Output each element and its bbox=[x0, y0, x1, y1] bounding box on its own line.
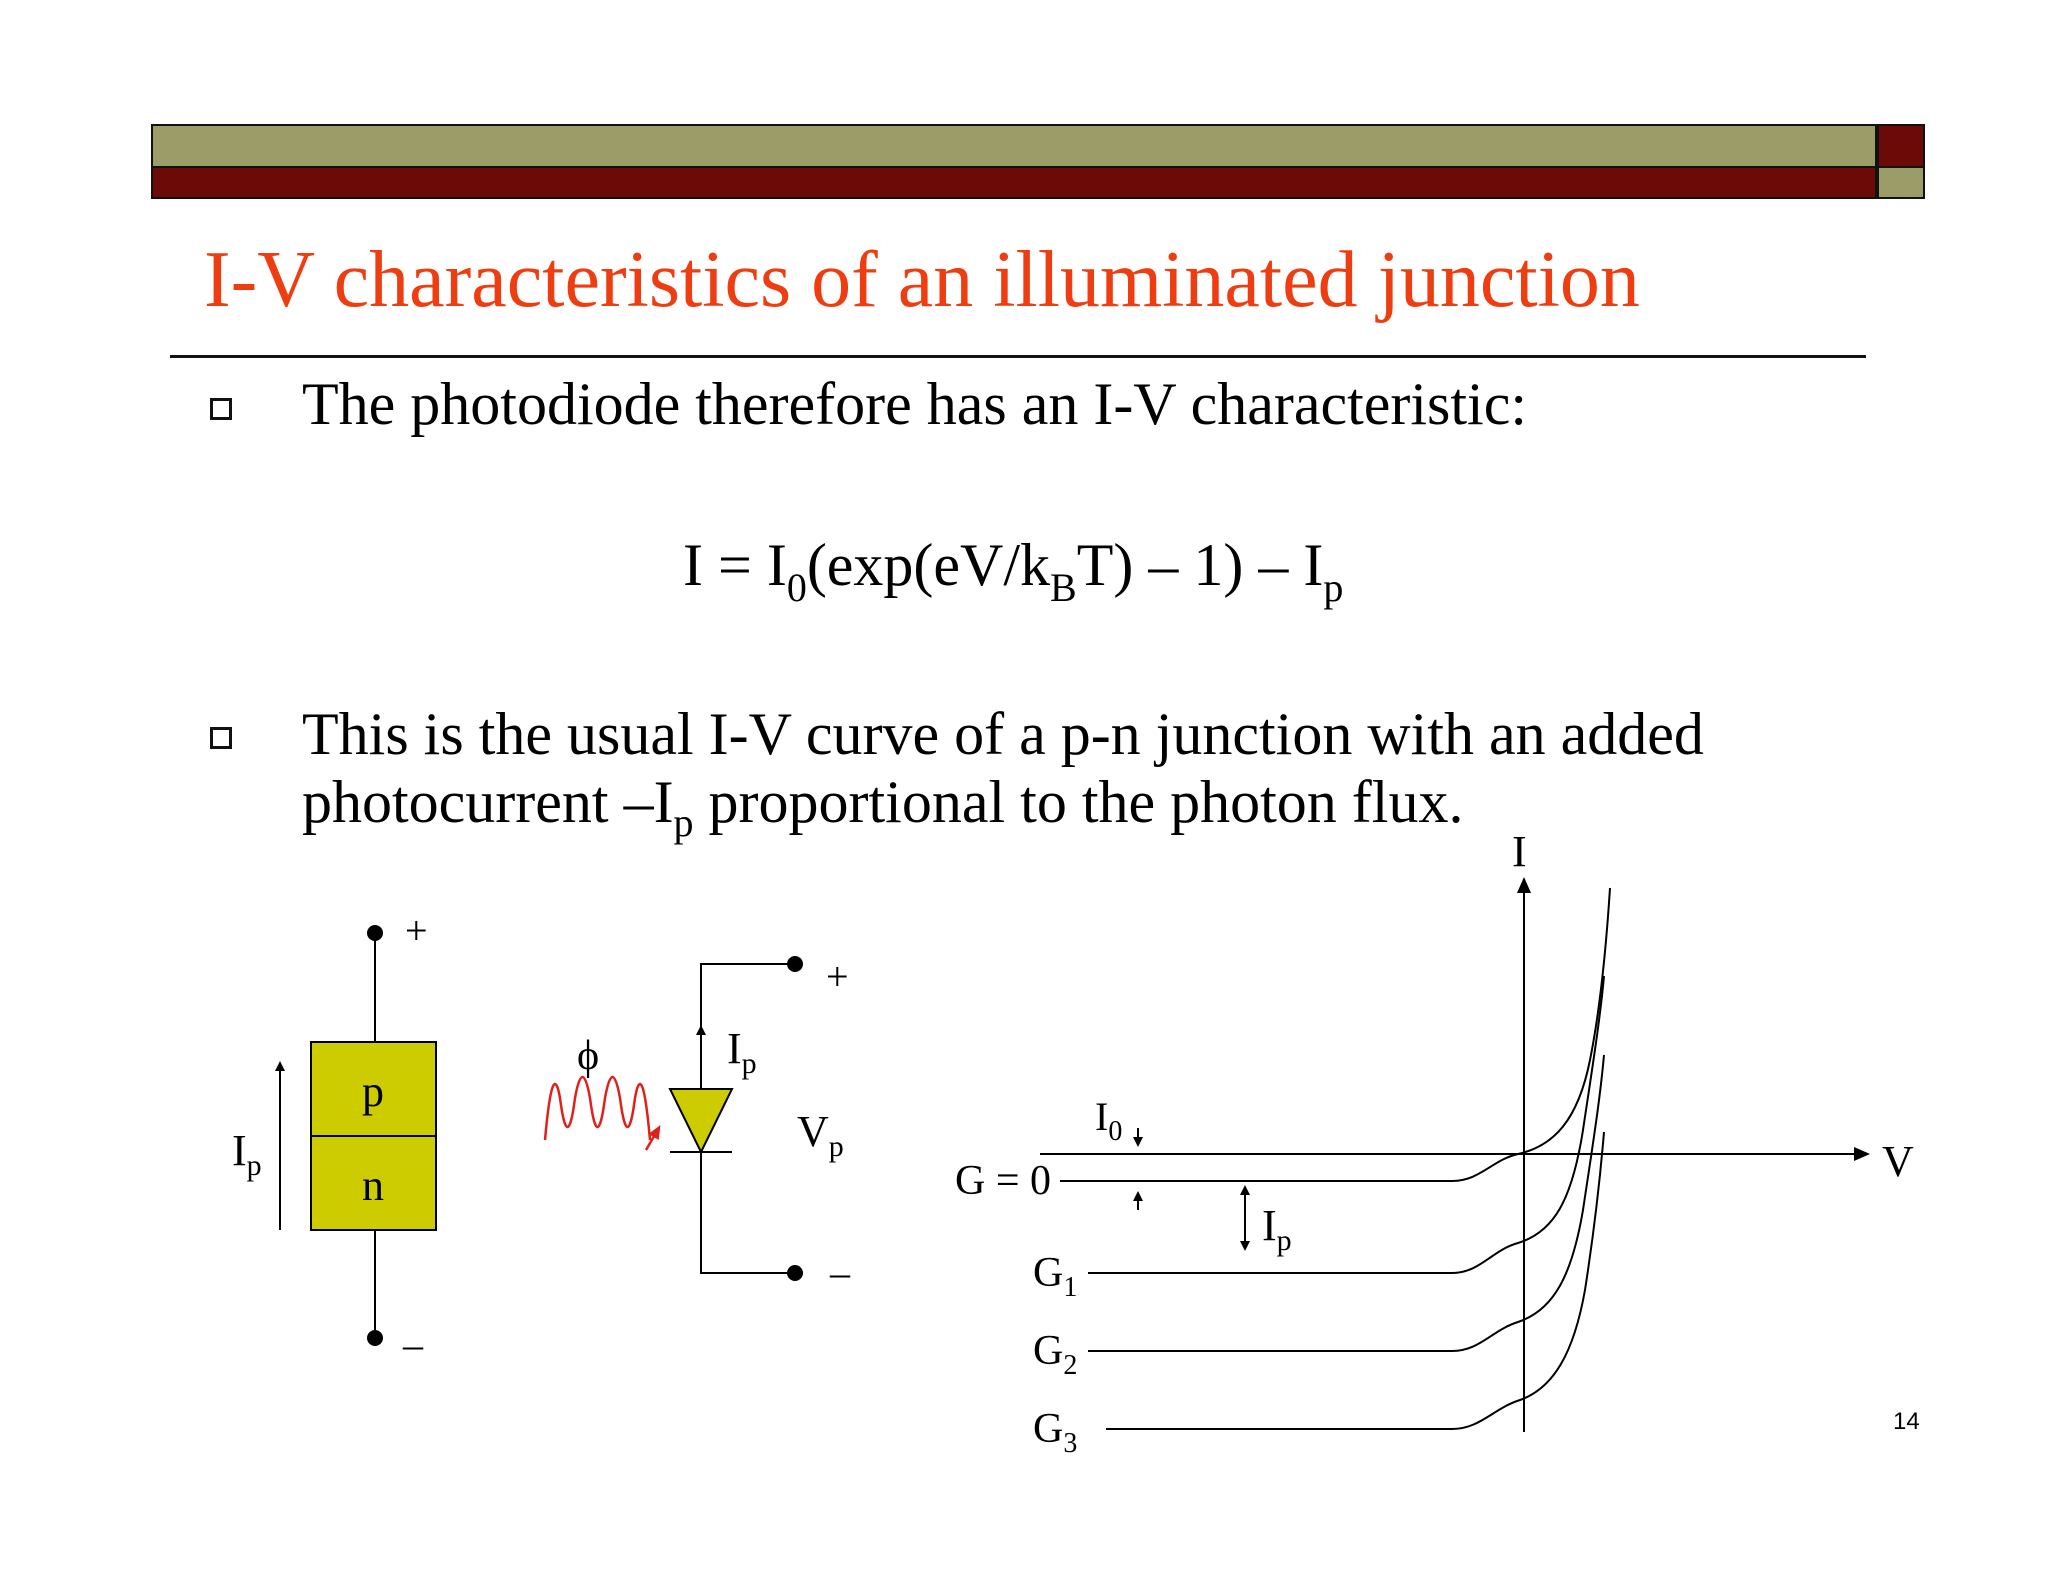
n-region-label: n bbox=[362, 1161, 384, 1210]
g1-label: G1 bbox=[1033, 1250, 1077, 1303]
curve-g0 bbox=[1060, 887, 1611, 1182]
bullet-2-line1: This is the usual I-V curve of a p-n jun… bbox=[302, 701, 1704, 767]
circuit-minus-label: – bbox=[829, 1250, 851, 1295]
bullet-2-line2-sub: p bbox=[673, 800, 694, 845]
curve-g2 bbox=[1088, 1054, 1605, 1352]
header-corner-maroon bbox=[1877, 124, 1925, 168]
circuit-dot-bottom bbox=[787, 1265, 803, 1281]
circuit-voltage-label: Vp bbox=[797, 1107, 844, 1163]
pn-junction: p n + – Ip bbox=[232, 908, 437, 1367]
g2-label: G2 bbox=[1033, 1328, 1077, 1381]
bullet-2-line2-suffix: proportional to the photon flux. bbox=[693, 769, 1464, 835]
iv-equation: I = I0(exp(eV/kBT) – 1) – Ip bbox=[683, 532, 1343, 608]
pn-minus-label: – bbox=[402, 1322, 424, 1367]
bullet-square-icon bbox=[210, 727, 232, 749]
photon-flux-label: ϕ bbox=[577, 1033, 599, 1079]
pn-plus-label: + bbox=[405, 908, 428, 953]
eq-sub1: 0 bbox=[786, 565, 807, 610]
g0-label: G = 0 bbox=[955, 1158, 1051, 1204]
light-arrow-icon bbox=[644, 1124, 661, 1151]
circuit-dot-top bbox=[787, 956, 803, 972]
header-band-maroon bbox=[151, 168, 1877, 199]
light-wave-icon bbox=[543, 1075, 652, 1141]
eq-part1: I = I bbox=[683, 532, 787, 598]
x-axis-label: V bbox=[1882, 1137, 1914, 1186]
curve-g1 bbox=[1088, 975, 1605, 1274]
page-number: 14 bbox=[1893, 1408, 1920, 1435]
iv-graph: I V I0 Ip G = 0 G1 G2 G3 bbox=[955, 827, 1914, 1459]
eq-sub2: B bbox=[1050, 565, 1077, 610]
ip-label: Ip bbox=[1262, 1201, 1292, 1257]
circuit-plus-label: + bbox=[826, 954, 849, 999]
header-corner-olive bbox=[1877, 168, 1925, 199]
header-band-olive bbox=[151, 124, 1877, 168]
eq-sub3: p bbox=[1323, 565, 1344, 610]
bullet-2-line2-prefix: photocurrent –I bbox=[302, 769, 674, 835]
terminal-dot-bottom bbox=[367, 1330, 383, 1346]
slide-title: I-V characteristics of an illuminated ju… bbox=[204, 236, 1640, 324]
pn-current-label: Ip bbox=[232, 1126, 262, 1182]
curve-g3 bbox=[1106, 1131, 1605, 1430]
eq-part2: (exp(eV/k bbox=[806, 532, 1051, 598]
terminal-dot-top bbox=[367, 925, 383, 941]
photodiode-circuit: Ip Vp + – ϕ bbox=[543, 954, 851, 1295]
y-axis-label: I bbox=[1512, 827, 1527, 876]
i0-label: I0 bbox=[1095, 1094, 1122, 1147]
bullet-square-icon bbox=[210, 398, 232, 420]
bullet-1-text: The photodiode therefore has an I-V char… bbox=[302, 371, 1528, 437]
circuit-current-label: Ip bbox=[727, 1024, 757, 1080]
diode-icon bbox=[668, 1088, 734, 1155]
bullet-2-line2: photocurrent –Ip proportional to the pho… bbox=[302, 768, 1464, 843]
p-region-label: p bbox=[362, 1067, 384, 1116]
g3-label: G3 bbox=[1033, 1406, 1077, 1459]
eq-part3: T) – 1) – I bbox=[1076, 532, 1324, 598]
title-divider bbox=[170, 355, 1866, 358]
